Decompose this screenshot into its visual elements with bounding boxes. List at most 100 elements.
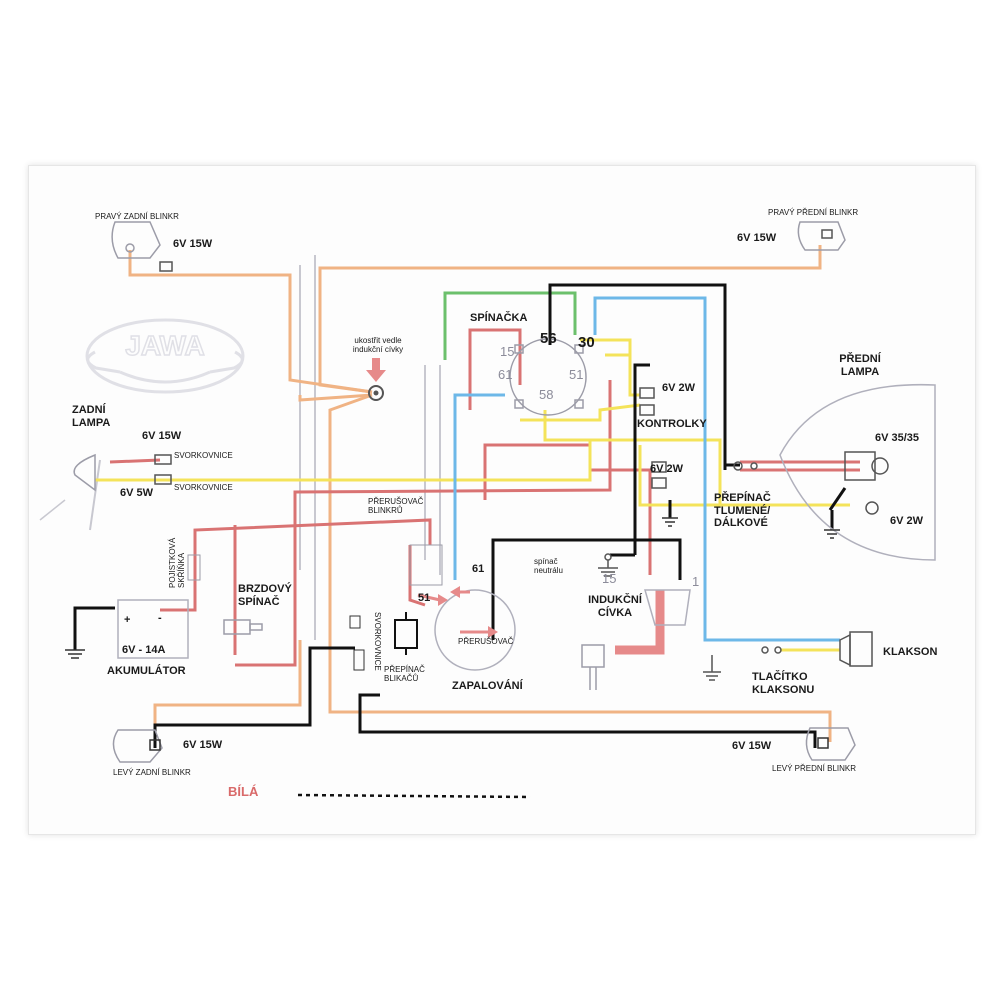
ignition-switch — [509, 338, 587, 416]
fuse-box — [187, 554, 201, 581]
yellow-wires — [95, 338, 850, 652]
headlamp-rating: 6V 35/35 — [875, 432, 920, 444]
dimmer-line1: PŘEPÍNAČ — [714, 492, 771, 504]
blinker-switch-line2: BLIKAČŮ — [384, 674, 419, 684]
fuse-line2: SKŘÍŇKA — [177, 552, 187, 588]
battery-label: AKUMULÁTOR — [107, 665, 186, 677]
terminal-block-vertical-label: SVORKOVNICE — [373, 612, 382, 671]
white-legend-line — [297, 793, 531, 799]
neutral-switch — [598, 553, 618, 577]
terminal-30-label: 30 — [578, 334, 595, 351]
parking-lamp-rating: 6V 2W — [890, 515, 924, 527]
terminal-block-2-label: SVORKOVNICE — [174, 483, 233, 492]
battery-plus: + — [124, 614, 131, 626]
battery — [117, 599, 189, 659]
horn-button-line2: KLAKSONU — [752, 683, 815, 696]
induction-coil-label: INDUKČNÍ CÍVKA — [583, 594, 647, 619]
terminal-56-label: 56 — [540, 330, 557, 347]
brake-switch-line2: SPÍNAČ — [238, 595, 280, 608]
neutral-switch-line2: neutrálu — [534, 566, 563, 576]
contact-breaker-label: PŘERUŠOVAČ — [458, 637, 514, 646]
indicator-rating-top: 6V 2W — [662, 382, 696, 394]
blinker-switch-line1: PŘEPÍNAČ — [384, 665, 425, 674]
jawa-logo-text: JAWA — [125, 330, 204, 361]
fuse-line1: POJISTKOVÁ — [168, 537, 177, 588]
flasher-label: PŘERUŠOVAČ BLINKRŮ — [368, 497, 423, 515]
terminal-58-label: 58 — [539, 387, 554, 402]
horn-button-label: TLAČÍTKO KLAKSONU — [752, 671, 814, 696]
blinker-switch-label: PŘEPÍNAČ BLIKAČŮ — [384, 665, 425, 683]
neutral-indicator-rating: 6V 2W — [650, 463, 684, 475]
rear-lamp-line2: LAMPA — [72, 416, 111, 429]
ignition-terminal-51: 51 — [418, 592, 431, 604]
green-wires — [443, 291, 577, 360]
left-rear-blinker — [112, 729, 163, 763]
left-rear-blinker-label: LEVÝ ZADNÍ BLINKR — [113, 768, 191, 777]
horn-label: KLAKSON — [883, 646, 938, 658]
dimmer-line3: DÁLKOVÉ — [714, 517, 768, 530]
front-lamp-line2: LAMPA — [840, 365, 880, 378]
brake-switch — [223, 619, 263, 635]
terminal-block-1-label: SVORKOVNICE — [174, 451, 233, 460]
flasher-unit — [409, 544, 443, 586]
indicators-label: KONTROLKY — [637, 418, 707, 430]
brake-switch-line1: BRZDOVÝ — [238, 583, 292, 595]
coil-line1: INDUKČNÍ — [588, 594, 642, 606]
front-lamp-line1: PŘEDNÍ — [839, 353, 881, 365]
ignition-unit — [417, 586, 516, 671]
left-rear-blinker-rating: 6V 15W — [183, 739, 223, 751]
terminal-51-label: 51 — [569, 367, 584, 382]
neutral-switch-line1: spínač — [534, 557, 558, 566]
right-front-blinker-label: PRAVÝ PŘEDNÍ BLINKR — [768, 208, 859, 217]
rear-lamp — [39, 453, 172, 521]
right-front-blinker — [797, 221, 846, 251]
ground-point — [366, 358, 386, 401]
coil-line2: CÍVKA — [597, 606, 633, 619]
front-lamp-label: PŘEDNÍ LAMPA — [836, 353, 884, 378]
ground-note-line2: indukční cívky — [352, 345, 404, 355]
brake-switch-label: BRZDOVÝ SPÍNAČ — [238, 583, 292, 608]
horn — [839, 631, 873, 667]
right-front-blinker-rating: 6V 15W — [737, 232, 777, 244]
fuse-box-label: POJISTKOVÁ SKŘÍŇKA — [168, 538, 186, 588]
right-rear-blinker — [111, 221, 173, 272]
right-rear-blinker-label: PRAVÝ ZADNÍ BLINKR — [95, 212, 179, 221]
neutral-switch-label: spínač neutrálu — [534, 557, 563, 575]
blue-wires — [453, 296, 840, 642]
blinker-switch — [349, 612, 418, 671]
orange-wires — [128, 245, 832, 742]
induction-coil — [581, 589, 691, 690]
dimmer-switch — [733, 461, 758, 471]
headlamp — [779, 383, 936, 561]
terminal-61-label: 61 — [498, 367, 513, 382]
horn-button-line1: TLAČÍTKO — [752, 671, 808, 683]
ignition-label: ZAPALOVÁNÍ — [452, 680, 523, 692]
ignition-switch-label: SPÍNAČKA — [470, 312, 528, 324]
black-wires — [73, 283, 847, 748]
terminal-15-label: 15 — [500, 344, 515, 359]
indicator-lamps — [639, 387, 667, 489]
horn-button — [703, 646, 782, 681]
ht-lead — [615, 590, 665, 655]
dimmer-switch-label: PŘEPÍNAČ TLUMENÉ/ DÁLKOVÉ — [714, 492, 771, 530]
left-front-blinker-label: LEVÝ PŘEDNÍ BLINKR — [772, 764, 857, 773]
left-front-blinker-rating: 6V 15W — [732, 740, 772, 752]
battery-rating: 6V - 14A — [122, 644, 166, 656]
ground-note: ukostřit vedle indukční cívky — [338, 336, 418, 354]
flasher-line1: PŘERUŠOVAČ — [368, 497, 424, 506]
coil-terminal-1: 1 — [692, 574, 700, 589]
ground-note-line1: ukostřit vedle — [354, 336, 402, 345]
jawa-logo: JAWA — [85, 318, 245, 394]
rear-lamp-label: ZADNÍ LAMPA — [72, 404, 110, 429]
rear-lamp-line1: ZADNÍ — [72, 404, 106, 416]
dimmer-line2: TLUMENÉ/ — [714, 504, 771, 517]
chassis-wires — [89, 255, 441, 640]
tail-light-rating: 6V 5W — [120, 487, 154, 499]
battery-minus: - — [158, 612, 162, 624]
flasher-line2: BLINKRŮ — [368, 506, 403, 516]
diagram-sheet — [28, 165, 976, 835]
ground-symbols — [65, 517, 840, 659]
ignition-terminal-61: 61 — [472, 563, 485, 575]
right-rear-blinker-rating: 6V 15W — [173, 238, 213, 250]
